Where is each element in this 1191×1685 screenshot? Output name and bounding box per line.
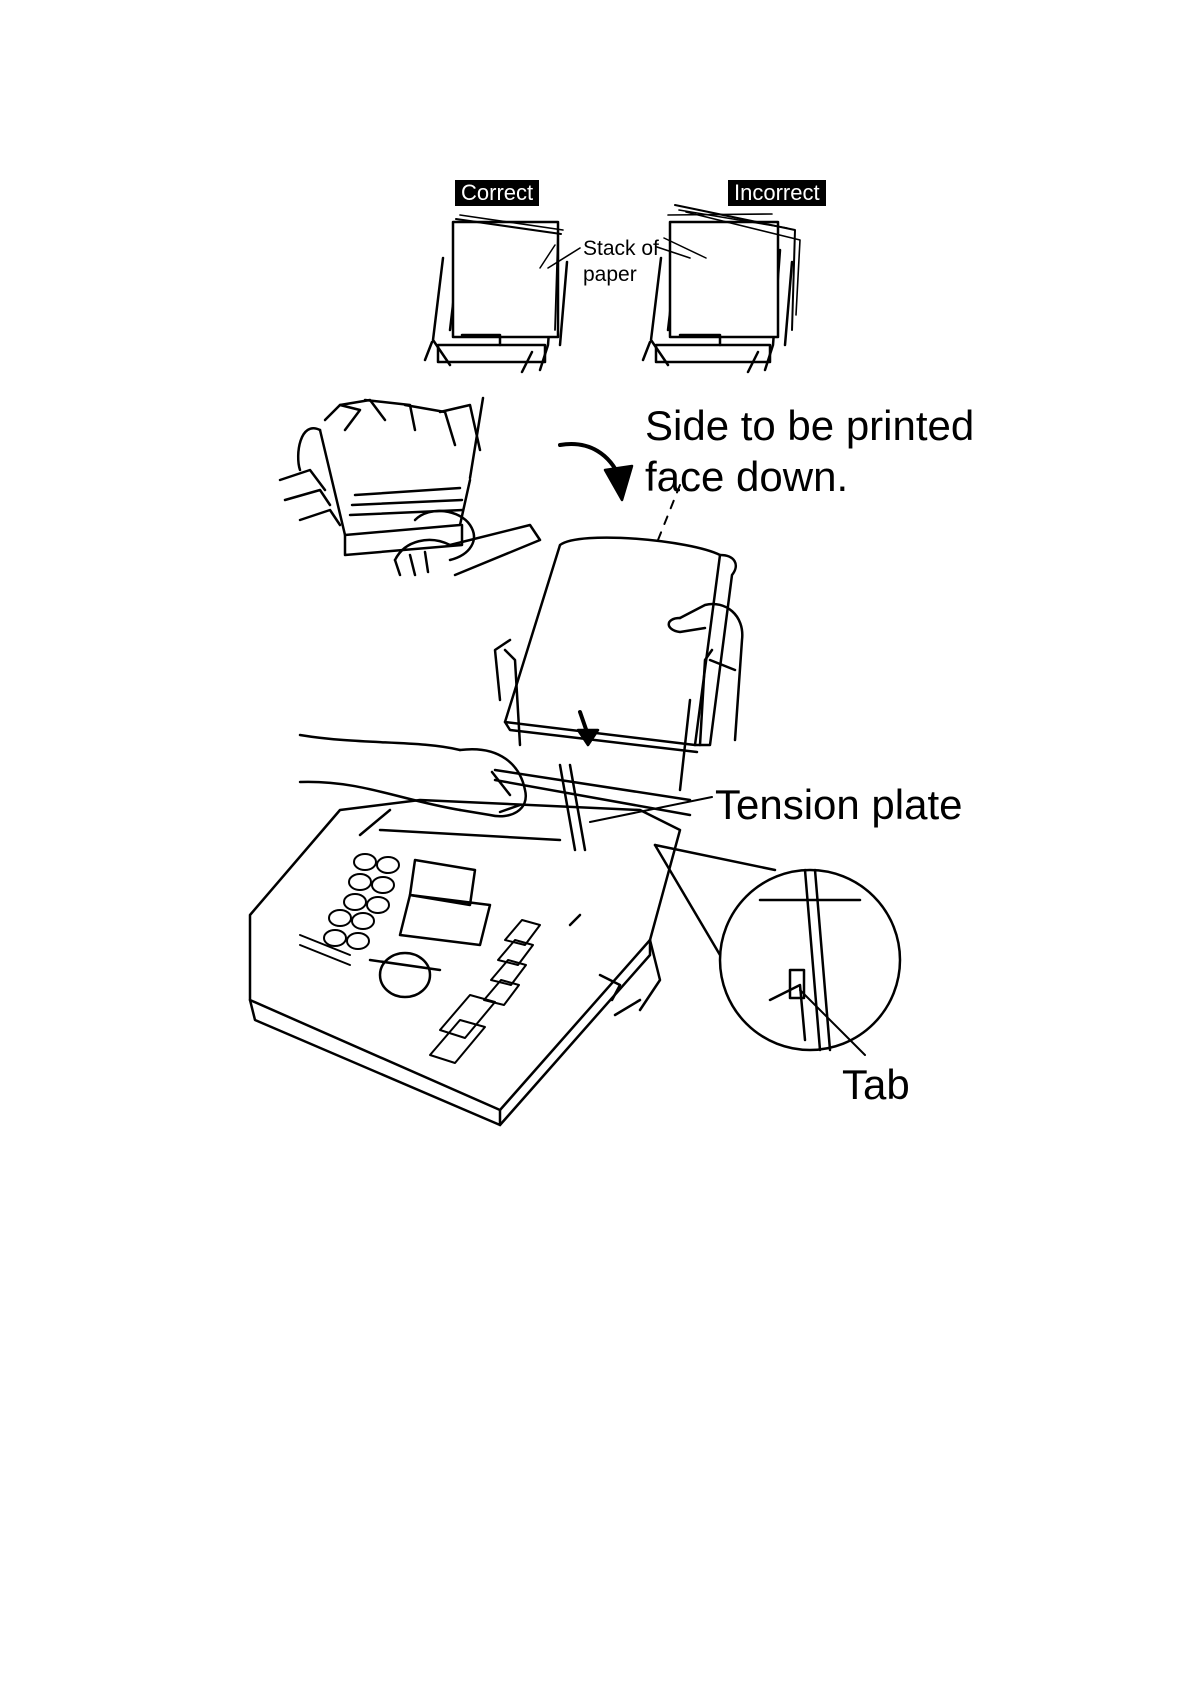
stack-label-line-2: paper — [583, 262, 659, 288]
side-label-line-1: Side to be printed — [645, 400, 974, 451]
curved-arrow-icon — [560, 444, 632, 500]
correct-inset-drawing — [425, 215, 567, 372]
stack-label-line-1: Stack of — [583, 236, 659, 262]
side-printed-label: Side to be printed face down. — [645, 400, 974, 502]
correct-badge: Correct — [455, 180, 539, 206]
tab-label: Tab — [842, 1064, 910, 1106]
paper-fanning-drawing — [280, 398, 540, 575]
stack-of-paper-label: Stack of paper — [583, 236, 659, 289]
tab-magnifier-detail — [655, 845, 900, 1055]
side-label-line-2: face down. — [645, 451, 974, 502]
incorrect-badge: Incorrect — [728, 180, 826, 206]
incorrect-inset-drawing — [643, 205, 800, 372]
tension-plate-label: Tension plate — [715, 784, 963, 826]
